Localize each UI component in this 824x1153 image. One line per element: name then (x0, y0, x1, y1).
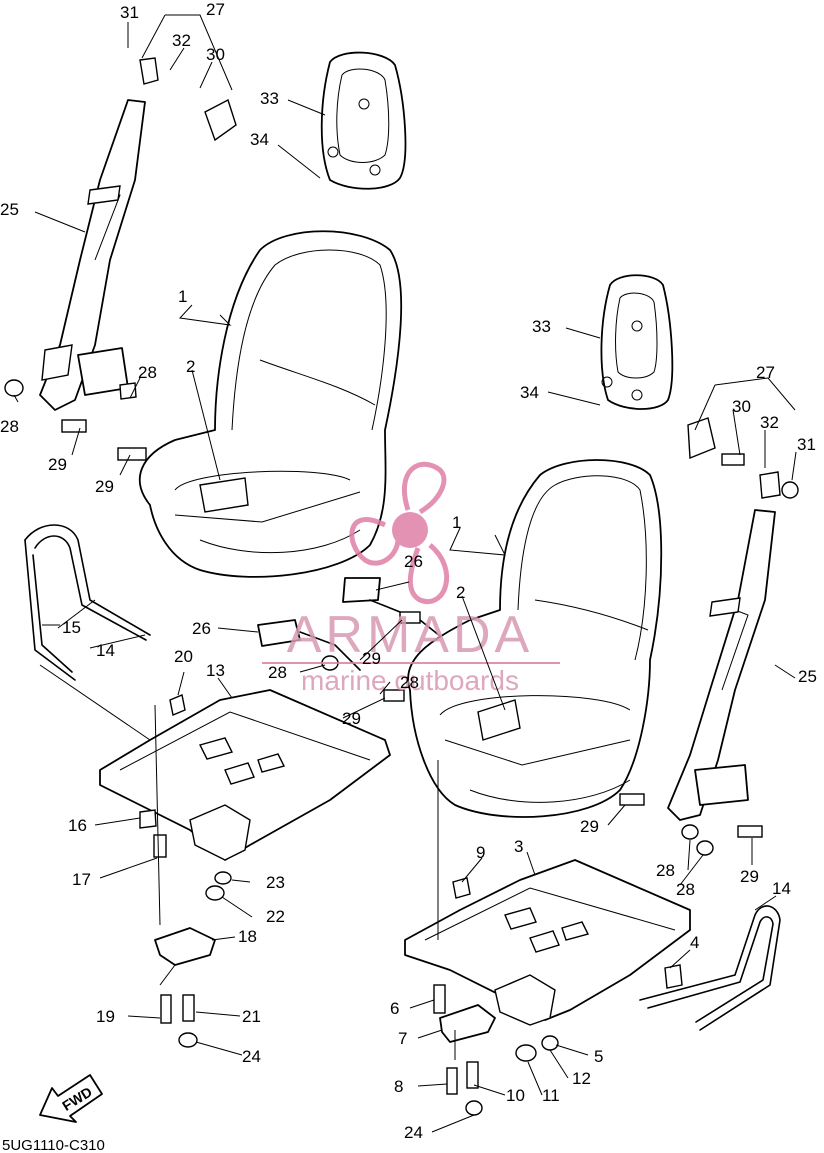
callout-28-b: 28 (0, 417, 19, 436)
callout-28-e: 28 (656, 861, 675, 880)
callout-29-e: 29 (580, 817, 599, 836)
left-seat-belt (39, 57, 237, 411)
left-headrest (320, 51, 407, 190)
callout-29-c: 29 (362, 649, 381, 668)
left-small-parts (4, 379, 232, 1048)
callout-2-right: 2 (456, 583, 465, 602)
callout-33-right: 33 (532, 317, 551, 336)
callout-2-left: 2 (186, 357, 195, 376)
callout-13: 13 (206, 661, 225, 680)
callout-22: 22 (266, 907, 285, 926)
callout-6: 6 (390, 999, 399, 1018)
callout-1-left: 1 (178, 287, 187, 306)
right-seat (407, 459, 663, 818)
callout-18: 18 (238, 927, 257, 946)
callout-15: 15 (62, 618, 81, 637)
left-seat (139, 230, 403, 578)
callout-25-right: 25 (798, 667, 817, 686)
callout-29-f: 29 (740, 867, 759, 886)
callout-33-left: 33 (260, 89, 279, 108)
callout-5: 5 (594, 1047, 603, 1066)
callout-9: 9 (476, 843, 485, 862)
right-small-parts (433, 453, 799, 1116)
callout-16: 16 (68, 816, 87, 835)
callout-19: 19 (96, 1007, 115, 1026)
right-headrest (600, 274, 674, 410)
callout-3: 3 (514, 837, 523, 856)
callout-31-left: 31 (120, 3, 139, 22)
leader-lines (13, 14, 797, 1133)
callout-17: 17 (72, 870, 91, 889)
callout-27-right: 27 (756, 363, 775, 382)
callout-24-right: 24 (404, 1123, 423, 1142)
callout-29-b: 29 (95, 477, 114, 496)
callout-25-left: 25 (0, 200, 19, 219)
callout-1-right: 1 (452, 513, 461, 532)
watermark-brand: ARMADA (287, 606, 533, 664)
forward-arrow: FWD (39, 1074, 103, 1123)
watermark-tagline: marine outboards (301, 665, 519, 696)
callout-32-right: 32 (760, 413, 779, 432)
callout-23: 23 (266, 873, 285, 892)
callout-28-a: 28 (138, 363, 157, 382)
callout-14-right: 14 (772, 879, 791, 898)
callout-12: 12 (572, 1069, 591, 1088)
callout-28-d: 28 (400, 673, 419, 692)
propeller-logo (349, 461, 450, 605)
callout-30-left: 30 (206, 45, 225, 64)
watermark: ARMADA marine outboards (262, 461, 560, 696)
diagram-code: 5UG1110-C310 (2, 1137, 105, 1153)
callout-24-left: 24 (242, 1047, 261, 1066)
left-seat-base (99, 689, 391, 861)
callout-29-a: 29 (48, 455, 67, 474)
callout-34-left: 34 (250, 130, 269, 149)
right-frame-tube (639, 905, 781, 1031)
callout-8: 8 (394, 1077, 403, 1096)
callout-31-right: 31 (797, 435, 816, 454)
propeller-hub (392, 512, 428, 548)
callout-10: 10 (506, 1086, 525, 1105)
callout-29-d: 29 (342, 709, 361, 728)
callout-14-left: 14 (96, 641, 115, 660)
left-frame-tube (24, 524, 151, 681)
callout-21: 21 (242, 1007, 261, 1026)
callout-27-left: 27 (206, 0, 225, 19)
callout-26-b: 26 (404, 552, 423, 571)
callout-20: 20 (174, 647, 193, 666)
callout-26-a: 26 (192, 619, 211, 638)
callout-4: 4 (690, 933, 699, 952)
right-seat-base (404, 859, 691, 1026)
callout-32-left: 32 (172, 31, 191, 50)
right-seat-belt (667, 417, 781, 821)
callout-11: 11 (542, 1086, 560, 1105)
callout-28-f: 28 (676, 880, 695, 899)
callout-30-right: 30 (732, 397, 751, 416)
callout-34-right: 34 (520, 383, 539, 402)
callout-28-c: 28 (268, 663, 287, 682)
callout-7: 7 (398, 1029, 407, 1048)
